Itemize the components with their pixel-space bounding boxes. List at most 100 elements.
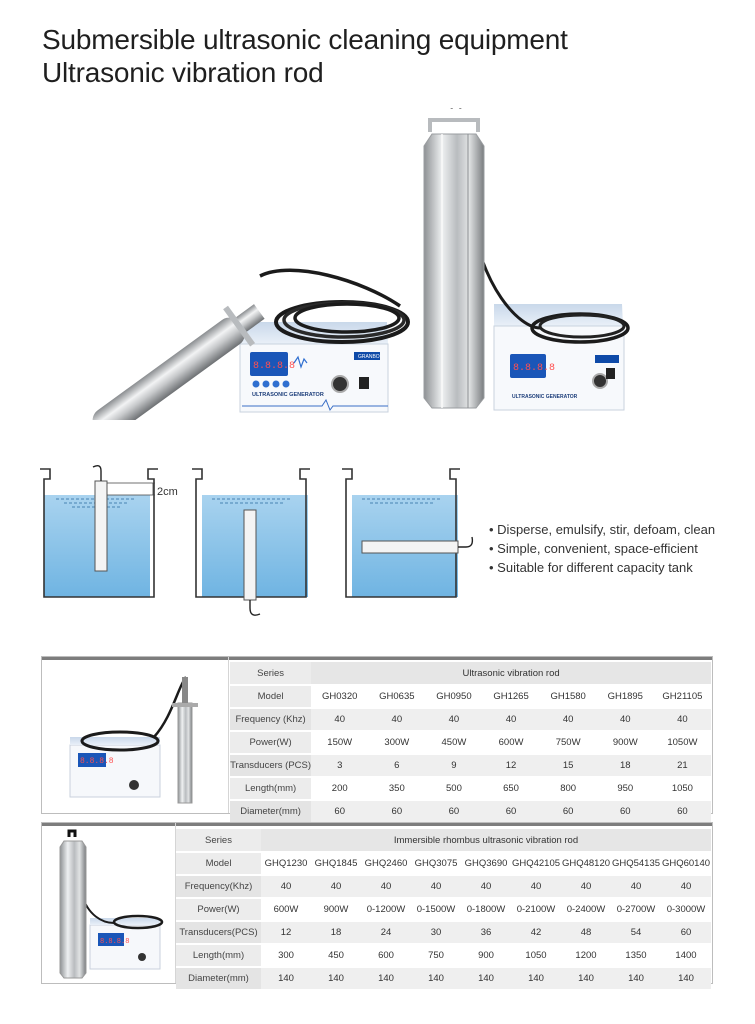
table-cell: GH1895: [596, 686, 654, 709]
table-cell: 450: [311, 945, 361, 968]
round-rod: [92, 304, 265, 420]
table-cell: 40: [661, 876, 711, 899]
table-cell: 60: [311, 801, 369, 824]
table-cell: 40: [311, 876, 361, 899]
table-cell: 500: [425, 778, 483, 801]
tank-bottom-mounted: [192, 468, 310, 616]
table-cell: 140: [561, 968, 611, 991]
series-name: Ultrasonic vibration rod: [311, 662, 711, 686]
feature-item: Suitable for different capacity tank: [489, 558, 715, 577]
table-cell: 40: [425, 709, 483, 732]
table-cell: 24: [361, 922, 411, 945]
svg-text:8.8.8.8: 8.8.8.8: [513, 363, 555, 374]
table-cell: 140: [611, 968, 661, 991]
spec-panel-round-rod: 8.8.8.8 Series Ultrasonic vibration rod …: [41, 656, 713, 824]
table-cell: 40: [539, 709, 597, 732]
table-cell: 300: [261, 945, 311, 968]
svg-text:ULTRASONIC GENERATOR: ULTRASONIC GENERATOR: [512, 394, 578, 400]
table-cell: 12: [261, 922, 311, 945]
brand-label: GRANBO: [358, 354, 380, 360]
table-cell: 3: [311, 755, 369, 778]
table-cell: 0-2100W: [511, 899, 561, 922]
table-cell: GHQ3075: [411, 853, 461, 876]
table-cell: 650: [482, 778, 540, 801]
table-cell: 6: [368, 755, 426, 778]
table-cell: GH0320: [311, 686, 369, 709]
row-label: Series: [230, 662, 312, 686]
table-cell: GHQ2460: [361, 853, 411, 876]
table-cell: 140: [311, 968, 361, 991]
gap-label: 2cm: [157, 486, 178, 498]
table-cell: 150W: [311, 732, 369, 755]
table-cell: 60: [368, 801, 426, 824]
row-label: Transducers(PCS): [176, 922, 261, 945]
table-cell: 60: [661, 922, 711, 945]
feature-item: Disperse, emulsify, stir, defoam, clean: [489, 520, 715, 539]
table-cell: 60: [653, 801, 711, 824]
table-cell: 0-1500W: [411, 899, 461, 922]
table-cell: 30: [411, 922, 461, 945]
table-cell: 15: [539, 755, 597, 778]
table-cell: GHQ3690: [461, 853, 511, 876]
table-cell: GH1265: [482, 686, 540, 709]
page-title: Submersible ultrasonic cleaning equipmen…: [42, 24, 568, 55]
series-name: Immersible rhombus ultrasonic vibration …: [261, 829, 711, 853]
table-cell: GH21105: [653, 686, 711, 709]
round-rod-product-image: 8.8.8.8 GRANBO ULTRASONIC GENERATOR: [92, 268, 410, 420]
table-cell: 0-2400W: [561, 899, 611, 922]
svg-text:8.8.8.8: 8.8.8.8: [80, 757, 114, 766]
tank-side-mounted: [342, 468, 474, 598]
tank-top-mounted: 2cm: [40, 464, 178, 598]
feature-item: Simple, convenient, space-efficient: [489, 539, 715, 558]
table-cell: 200: [311, 778, 369, 801]
row-label: Power(W): [230, 732, 312, 755]
table-cell: GHQ1845: [311, 853, 361, 876]
table-cell: 60: [482, 801, 540, 824]
table-cell: 1050: [511, 945, 561, 968]
row-label: Transducers (PCS): [230, 755, 312, 778]
svg-text:8.8.8.8: 8.8.8.8: [100, 938, 129, 946]
row-label: Length(mm): [230, 778, 312, 801]
generator-display: 8.8.8.8: [253, 361, 295, 372]
table-cell: 1050: [653, 778, 711, 801]
table-cell: 1050W: [653, 732, 711, 755]
table-cell: 54: [611, 922, 661, 945]
ultrasonic-generator-left: 8.8.8.8 GRANBO ULTRASONIC GENERATOR: [239, 322, 389, 413]
rhombus-rod-thumbnail: 8.8.8.8: [59, 823, 176, 983]
table-cell: 60: [539, 801, 597, 824]
table-cell: 9: [425, 755, 483, 778]
row-label: Series: [176, 829, 261, 853]
table-cell: 18: [596, 755, 654, 778]
table-cell: 40: [611, 876, 661, 899]
table-cell: GH0635: [368, 686, 426, 709]
table-cell: 40: [653, 709, 711, 732]
panel-title: ULTRASONIC GENERATOR: [252, 392, 324, 398]
table-cell: 0-1200W: [361, 899, 411, 922]
table-cell: 140: [261, 968, 311, 991]
table-cell: 60: [596, 801, 654, 824]
row-label: Diameter(mm): [230, 801, 312, 824]
row-label: Model: [176, 853, 261, 876]
table-cell: 300W: [368, 732, 426, 755]
table-cell: 600W: [261, 899, 311, 922]
table-cell: 40: [311, 709, 369, 732]
table-cell: 900: [461, 945, 511, 968]
row-label: Frequency(Khz): [176, 876, 261, 899]
table-cell: 1400: [661, 945, 711, 968]
table-cell: 750W: [539, 732, 597, 755]
round-rod-thumbnail: 8.8.8.8: [69, 657, 229, 813]
table-cell: 140: [511, 968, 561, 991]
spec-table-rhombus-rod: Series Immersible rhombus ultrasonic vib…: [176, 829, 711, 991]
table-cell: 12: [482, 755, 540, 778]
table-cell: 1200: [561, 945, 611, 968]
table-cell: GHQ54135: [611, 853, 661, 876]
table-cell: 40: [482, 709, 540, 732]
spec-table-round-rod: Series Ultrasonic vibration rod Model GH…: [230, 662, 711, 824]
table-cell: 900W: [596, 732, 654, 755]
table-cell: GH1580: [539, 686, 597, 709]
table-cell: GHQ1230: [261, 853, 311, 876]
row-label: Diameter(mm): [176, 968, 261, 991]
table-cell: GH0950: [425, 686, 483, 709]
table-cell: 140: [361, 968, 411, 991]
table-cell: 800: [539, 778, 597, 801]
